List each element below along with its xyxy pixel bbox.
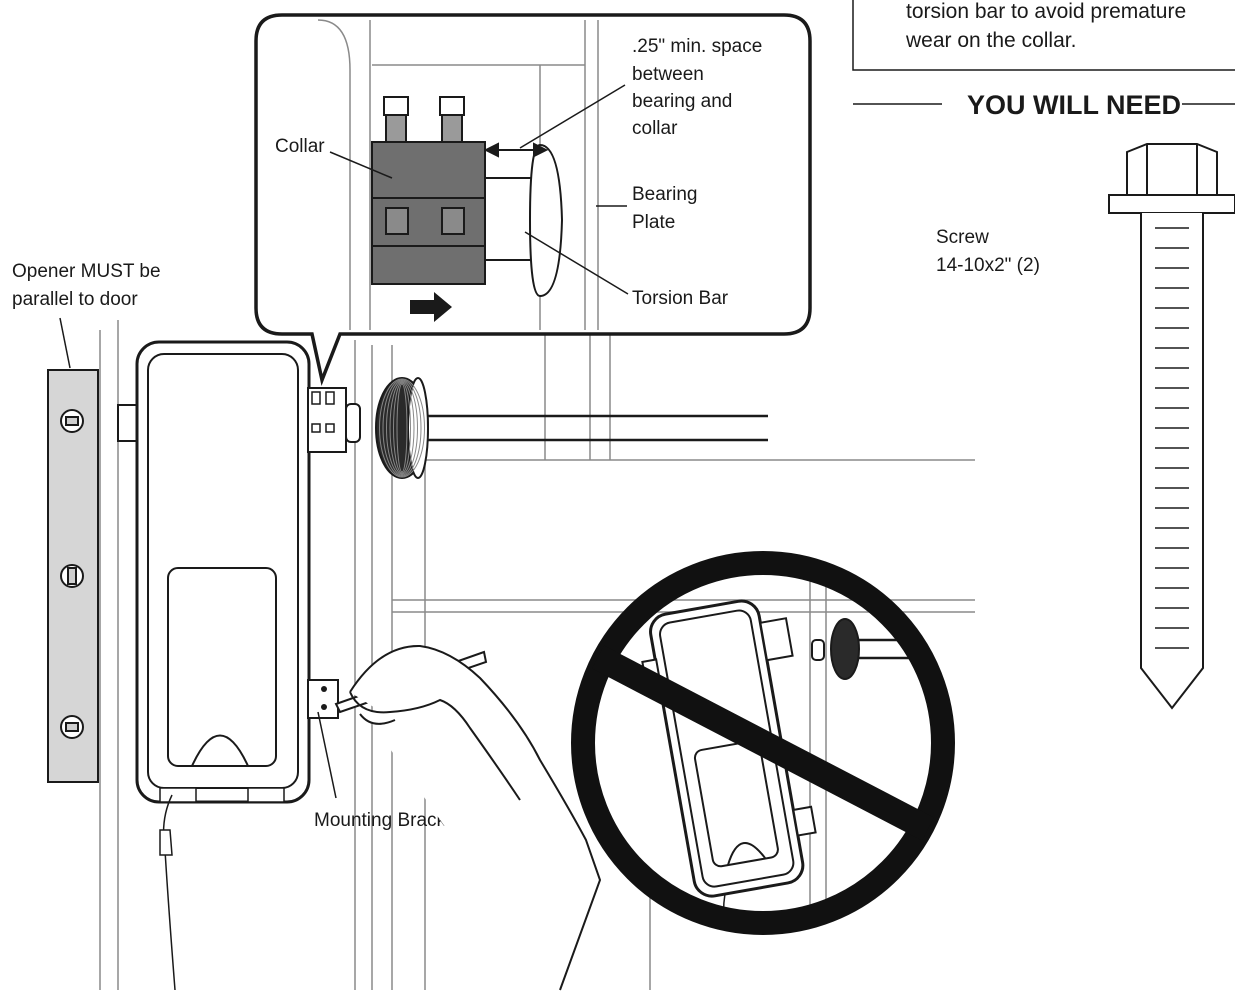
cable-drum: [375, 377, 768, 479]
direction-arrow-icon: [410, 292, 452, 322]
screw-icon: [1108, 143, 1235, 710]
bearing-plate-label-2: Plate: [632, 212, 675, 233]
bearing-plate-detail: [528, 143, 564, 298]
drum-groove: [379, 378, 425, 478]
spacing-arrow: [483, 142, 549, 158]
collar-detail-callout: Collar .25" min. space between bearing a…: [254, 13, 812, 387]
prohibited-icon: [571, 551, 955, 946]
torsion-bar-label: Torsion Bar: [632, 288, 729, 309]
space-label-1: .25" min. space: [632, 36, 762, 57]
mounting-bracket-label: Mounting Bracket: [314, 810, 463, 831]
space-label-4: collar: [632, 118, 678, 139]
drum-groove: [386, 380, 418, 476]
drum-groove: [382, 379, 422, 477]
you-will-need-section: YOU WILL NEED Screw 14-10x2" (2): [853, 90, 1235, 710]
hand-with-pencil: [334, 644, 602, 991]
opener-unit: Mounting Bracket: [117, 340, 463, 991]
screw-name-label: Screw: [936, 227, 989, 248]
space-label-3: bearing and: [632, 91, 732, 112]
drum-groove: [396, 383, 408, 473]
rail-screw-icon: [60, 409, 84, 739]
bearing-plate-label-1: Bearing: [632, 184, 698, 205]
note-line-2: wear on the collar.: [905, 29, 1076, 52]
parallel-label-2: parallel to door: [12, 289, 138, 310]
note-line-1: torsion bar to avoid premature: [906, 0, 1186, 23]
collar-label: Collar: [275, 136, 325, 157]
drum-groove: [393, 382, 411, 474]
you-will-need-heading: YOU WILL NEED: [967, 90, 1181, 120]
space-label-2: between: [632, 64, 704, 85]
drum-groove: [389, 381, 415, 475]
mounting-rail: Opener MUST be parallel to door: [12, 261, 161, 783]
parallel-label-1: Opener MUST be: [12, 261, 161, 282]
set-screws: [383, 96, 465, 144]
screw-spec-label: 14-10x2" (2): [936, 255, 1040, 276]
note-box: torsion bar to avoid premature wear on t…: [852, 0, 1235, 71]
